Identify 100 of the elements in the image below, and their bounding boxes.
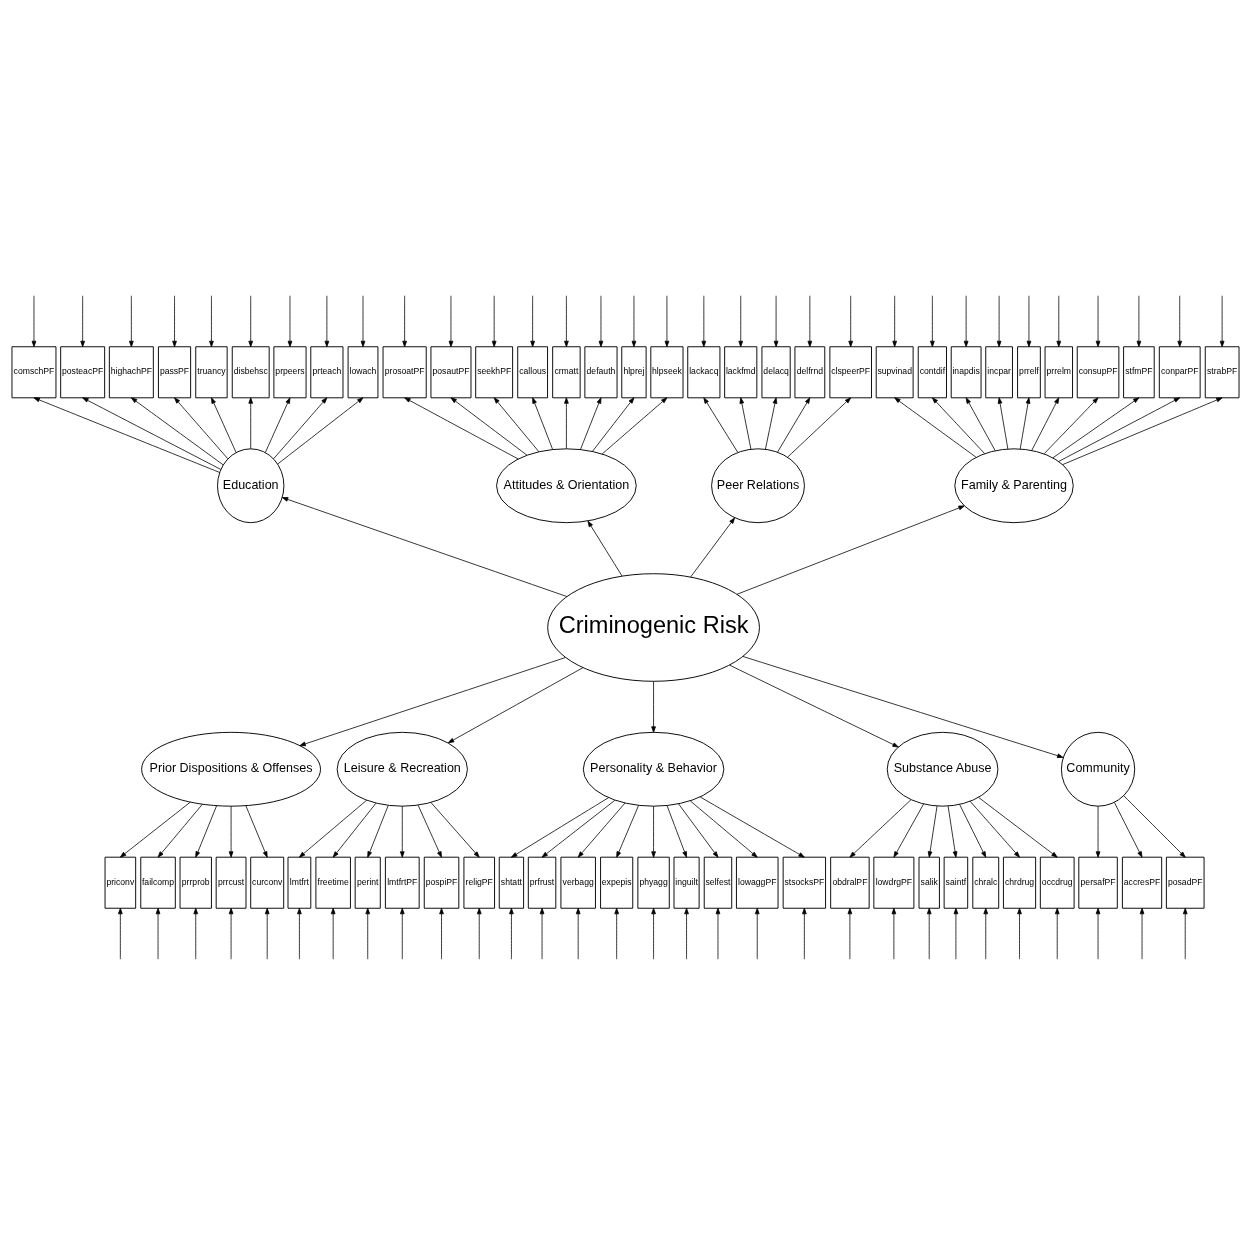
arrow [1056, 295, 1062, 348]
node-box: seekhPF [475, 346, 514, 399]
arrow [684, 907, 689, 960]
arrow [953, 907, 959, 960]
arrow [614, 907, 619, 960]
node-box: perint [354, 856, 381, 909]
arrow [773, 295, 779, 348]
node-box: prteach [310, 346, 344, 399]
node-box: truancy [195, 346, 228, 399]
arrow [893, 803, 924, 858]
arrow [1026, 295, 1032, 348]
arrow [245, 805, 268, 858]
node-box: accresPF [1121, 856, 1163, 909]
arrow [894, 397, 977, 458]
arrow [598, 295, 604, 348]
arrow [277, 397, 364, 465]
arrow [892, 295, 897, 348]
node-box: pospiPF [423, 856, 460, 909]
arrow [690, 517, 735, 578]
arrow [174, 397, 229, 460]
arrow [130, 397, 224, 466]
arrow [701, 295, 707, 348]
arrow [33, 397, 221, 473]
node-box: occdrug [1039, 856, 1075, 909]
arrow [959, 804, 987, 858]
node-circle: Community [1060, 731, 1136, 807]
arrow [1136, 295, 1142, 348]
arrow [248, 397, 254, 450]
arrow [399, 805, 405, 858]
arrow [651, 681, 656, 733]
arrow [1058, 397, 1181, 462]
arrow [1052, 397, 1140, 459]
arrow [983, 907, 989, 960]
arrow [592, 397, 635, 452]
arrow [651, 907, 656, 960]
arrow [754, 907, 760, 960]
arrow [1017, 907, 1022, 960]
arrow [299, 799, 367, 858]
node-box: posteacPF [60, 346, 106, 399]
node-box: obdralPF [830, 856, 870, 909]
node-box: conparPF [1158, 346, 1201, 399]
node-box: callous [517, 346, 549, 399]
arrow [931, 397, 985, 454]
arrow [80, 295, 85, 348]
node-box: inapdis [950, 346, 982, 399]
arrow [802, 907, 807, 960]
arrow [997, 397, 1009, 450]
node-box: verbagg [560, 856, 596, 909]
arrow [248, 295, 254, 348]
arrow [365, 907, 371, 960]
node-box: highachPF [108, 346, 154, 399]
arrow [281, 497, 568, 597]
node-box: chrdrug [1002, 856, 1037, 909]
arrow [297, 907, 302, 960]
node-box: stsocksPF [782, 856, 827, 909]
arrow [402, 295, 407, 348]
arrow [195, 805, 217, 858]
arrow [848, 295, 853, 348]
node-box: chralc [972, 856, 1000, 909]
arrow [539, 907, 545, 960]
arrow [891, 907, 897, 960]
arrow [299, 657, 566, 747]
node-box: comschPF [11, 346, 57, 399]
arrow [509, 907, 514, 960]
arrow [511, 797, 609, 858]
node-box: expepis [600, 856, 634, 909]
arrow [787, 397, 852, 458]
arrow [1182, 907, 1188, 960]
arrow [273, 397, 328, 460]
node-box: prfrust [527, 856, 557, 909]
arrow [119, 801, 191, 858]
arrow [264, 397, 291, 453]
arrow [1095, 295, 1101, 348]
arrow [690, 800, 758, 858]
arrow [155, 907, 161, 960]
arrow [666, 805, 687, 858]
node-box: selfest [703, 856, 733, 909]
node-box: prrcust [215, 856, 247, 909]
arrow [1095, 907, 1101, 960]
arrow [129, 295, 134, 348]
node-box: hlpseek [650, 346, 684, 399]
arrow [493, 397, 540, 453]
arrow [367, 805, 389, 858]
node-box: posautPF [430, 346, 472, 399]
arrow [404, 397, 519, 460]
node-box: phyagg [637, 856, 670, 909]
arrow [476, 907, 482, 960]
arrow [417, 804, 442, 858]
node-box: failcomp [140, 856, 176, 909]
arrow [996, 295, 1002, 348]
arrow [399, 907, 405, 960]
arrow [532, 397, 554, 450]
node-box: lackacq [687, 346, 721, 399]
arrow [360, 295, 366, 348]
arrow [807, 295, 813, 348]
arrow [580, 397, 602, 450]
arrow [1062, 397, 1223, 465]
node-box: stfmPF [1123, 346, 1155, 399]
arrow [664, 295, 670, 348]
arrow [631, 295, 637, 348]
